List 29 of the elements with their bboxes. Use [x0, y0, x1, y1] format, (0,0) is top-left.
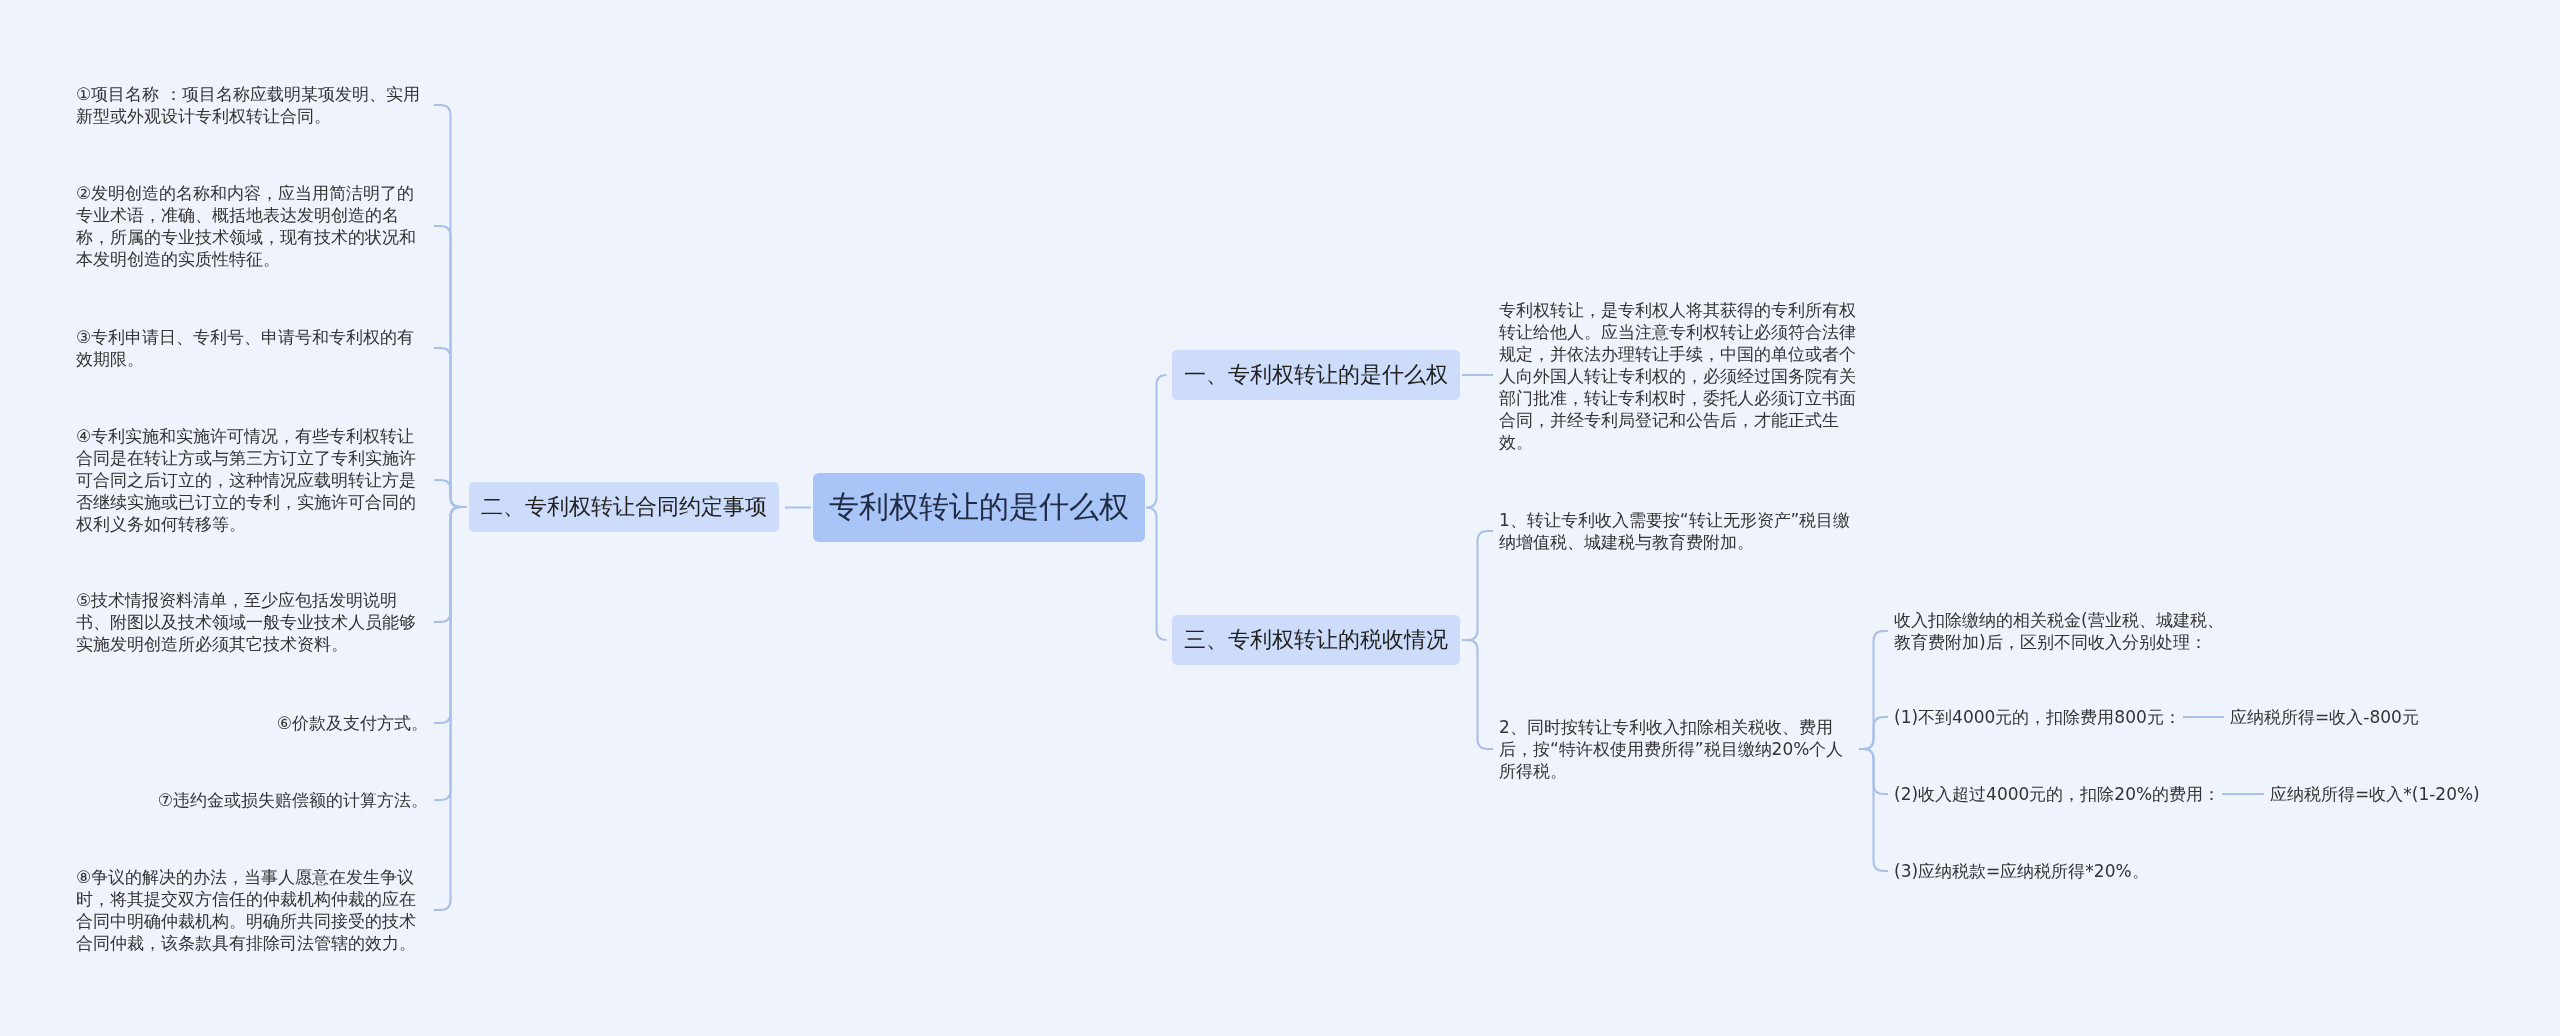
topic-box: 三、专利权转让的税收情况: [1172, 615, 1460, 665]
note-text: 应纳税所得=收入-800元: [2230, 706, 2419, 728]
note-text: ④专利实施和实施许可情况，有些专利权转让合同是在转让方或与第三方订立了专利实施许可合同之后订立的，这种情况应载明转让方是否继续实施或已订立的专利，实施许可合同的权利义务如何转移等。: [76, 425, 428, 535]
note-text: ②发明创造的名称和内容，应当用简洁明了的专业术语，准确、概括地表达发明创造的名称，所属的专业技术领域，现有技术的状况和本发明创造的实质性特征。: [76, 182, 428, 270]
note-text: 专利权转让，是专利权人将其获得的专利所有权转让给他人。应当注意专利权转让必须符合法律规定，并依法办理转让手续，中国的单位或者个人向外国人转让专利权的，必须经过国务院有关部门批准，转让专利权时，委托人必须订立书面合同，并经专利局登记和公告后，才能正式生效。: [1499, 299, 1861, 453]
topic-box: 一、专利权转让的是什么权: [1172, 350, 1460, 400]
connector-line: [1461, 374, 1494, 376]
note-text: 应纳税所得=收入*(1-20%): [2270, 783, 2480, 805]
note-text: 收入扣除缴纳的相关税金(营业税、城建税、教育费附加)后，区别不同收入分别处理：: [1894, 609, 2239, 653]
central-topic-box: 专利权转让的是什么权: [813, 473, 1145, 542]
note-text: (3)应纳税款=应纳税所得*20%。: [1894, 860, 2149, 882]
note-text: (1)不到4000元的，扣除费用800元：: [1894, 706, 2181, 728]
note-text: ⑦违约金或损失赔偿额的计算方法。: [157, 789, 428, 811]
note-text: ⑤技术情报资料清单，至少应包括发明说明书、附图以及技术领域一般专业技术人员能够实施发明创造所必须其它技术资料。: [76, 589, 428, 655]
connector-line: [1145, 374, 1168, 509]
connector-line: [784, 506, 812, 509]
connector-line: [1858, 748, 1889, 872]
note-text: ⑥价款及支付方式。: [276, 712, 428, 734]
connector-line: [1145, 506, 1168, 641]
connector-line: [2221, 793, 2265, 795]
connector-line: [1461, 639, 1494, 750]
note-text: ③专利申请日、专利号、申请号和专利权的有效期限。: [76, 326, 428, 370]
note-text: 1、转让专利收入需要按“转让无形资产”税目缴纳增值税、城建税与教育费附加。: [1499, 509, 1857, 553]
connector-line: [2182, 716, 2225, 718]
note-text: ⑧争议的解决的办法，当事人愿意在发生争议时，将其提交双方信任的仲裁机构仲裁的应在合同中明确仲裁机构。明确所共同接受的技术合同仲裁，该条款具有排除司法管辖的效力。: [76, 866, 428, 954]
topic-box: 二、专利权转让合同约定事项: [469, 482, 779, 532]
note-text: (2)收入超过4000元的，扣除20%的费用：: [1894, 783, 2221, 805]
note-text: 2、同时按转让专利收入扣除相关税收、费用后，按“特许权使用费所得”税目缴纳20%个人所得税。: [1499, 716, 1857, 782]
note-text: ①项目名称 ：项目名称应载明某项发明、实用新型或外观设计专利权转让合同。: [76, 83, 428, 127]
